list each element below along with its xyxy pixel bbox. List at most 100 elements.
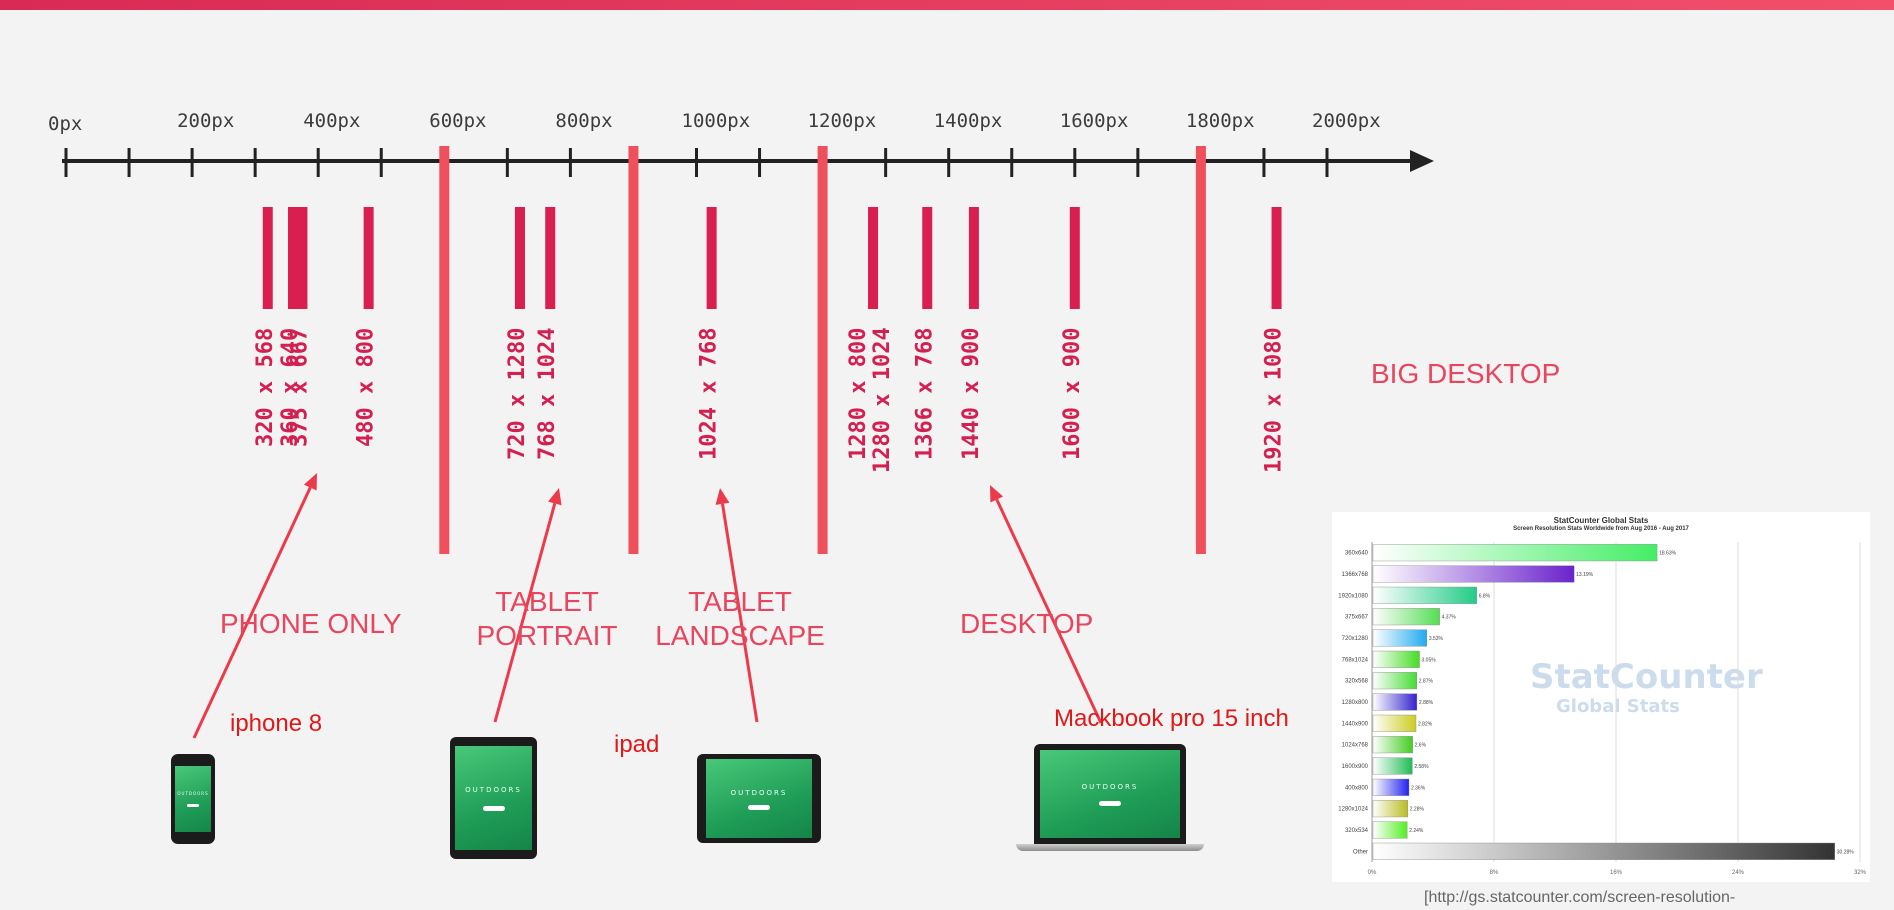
scale-tick-label: 1600px: [1060, 110, 1129, 132]
stat-value-label: 3.53%: [1429, 636, 1444, 642]
iphone-screen-button: [187, 804, 199, 808]
ipad-landscape-image: OUTDOORS: [697, 754, 821, 843]
device-label-ipad: ipad: [614, 731, 660, 758]
resolution-label: 1024 x 768: [697, 328, 722, 460]
resolution-bar: [1069, 207, 1080, 309]
breakpoint-line: [628, 146, 639, 554]
stat-bar: [1372, 608, 1440, 626]
stat-bar: [1372, 586, 1477, 604]
range-label-tablet-landscape-line1: TABLET: [688, 586, 792, 617]
scale-tick-label: 800px: [555, 110, 612, 132]
resolution-bar: [1271, 207, 1282, 309]
stat-value-label: 2.6%: [1415, 743, 1427, 749]
stat-value-label: 30.28%: [1837, 849, 1855, 855]
resolution-bar: [706, 207, 717, 309]
stat-value-label: 2.24%: [1409, 828, 1424, 834]
stat-value-label: 2.87%: [1419, 679, 1434, 685]
range-label-tablet-portrait: TABLET PORTRAIT: [470, 585, 624, 653]
stat-value-label: 2.82%: [1418, 721, 1433, 727]
stat-bar: [1372, 736, 1413, 754]
range-label-tablet-landscape-line2: LANDSCAPE: [655, 620, 825, 651]
stat-bar: [1372, 714, 1417, 732]
resolution-label: 768 x 1024: [535, 328, 560, 460]
iphone-screen-text: OUTDOORS: [177, 791, 209, 797]
stat-category-label: 400x800: [1345, 785, 1369, 791]
resolution-bar: [287, 207, 298, 309]
resolution-bar: [262, 207, 273, 309]
macbook-lid: OUTDOORS: [1034, 744, 1186, 844]
device-pointer-arrow: [995, 498, 1103, 724]
stat-category-label: 1440x900: [1342, 721, 1369, 727]
stat-title: StatCounter Global Stats: [1553, 516, 1649, 525]
stat-category-label: 1366x768: [1342, 572, 1369, 578]
scale-tick-label: 1400px: [934, 110, 1003, 132]
ipad-portrait-image: OUTDOORS: [450, 737, 537, 859]
statcounter-watermark: StatCounter Global Stats: [1530, 660, 1763, 722]
device-pointer-arrowhead: [303, 473, 317, 491]
stat-x-tick-label: 8%: [1490, 870, 1499, 876]
statcounter-chart: StatCounter Global Stats Screen Resoluti…: [1332, 512, 1870, 882]
resolution-label: 1600 x 900: [1060, 328, 1085, 460]
stat-category-label: 360x640: [1345, 551, 1369, 557]
macbook-screen: OUTDOORS: [1040, 750, 1180, 838]
stat-category-label: 375x667: [1345, 615, 1369, 621]
range-label-big-desktop: BIG DESKTOP: [1371, 358, 1561, 389]
device-label-iphone: iphone 8: [230, 710, 323, 737]
range-label-desktop: DESKTOP: [960, 608, 1094, 639]
stat-category-label: Other: [1353, 849, 1368, 855]
stat-bar: [1372, 821, 1408, 839]
range-label-tablet-landscape: TABLET LANDSCAPE: [652, 585, 828, 653]
ipad-landscape-screen-button: [748, 804, 770, 810]
stat-category-label: 720x1280: [1342, 636, 1369, 642]
stat-value-label: 6.8%: [1479, 593, 1491, 599]
scale-tick-label: 1200px: [808, 110, 877, 132]
device-label-macbook: Mackbook pro 15 inch: [1054, 705, 1289, 732]
stat-category-label: 320x534: [1345, 828, 1369, 834]
scale-tick-label: 1800px: [1186, 110, 1255, 132]
range-label-phone: PHONE ONLY: [220, 608, 402, 639]
stat-x-tick-label: 24%: [1732, 870, 1745, 876]
macbook-image: OUTDOORS: [1016, 744, 1204, 854]
stat-value-label: 2.36%: [1411, 785, 1426, 791]
device-pointer-arrow: [721, 503, 759, 723]
stat-value-label: 18.63%: [1659, 551, 1677, 557]
macbook-base: [1016, 844, 1204, 851]
stat-x-tick-label: 32%: [1854, 870, 1867, 876]
breakpoint-line: [439, 146, 450, 554]
iphone-image: OUTDOORS: [171, 754, 215, 844]
resolution-bar: [297, 207, 308, 309]
stat-bar: [1372, 650, 1420, 668]
stat-value-label: 2.88%: [1419, 700, 1434, 706]
stat-subtitle: Screen Resolution Stats Worldwide from A…: [1513, 526, 1689, 532]
stat-category-label: 1600x900: [1342, 764, 1369, 770]
stat-category-label: 1024x768: [1342, 743, 1369, 749]
macbook-screen-button: [1099, 801, 1121, 807]
range-label-tablet-portrait-line1: TABLET: [495, 586, 599, 617]
resolution-label: 1280 x 1024: [870, 327, 895, 473]
stat-value-label: 3.05%: [1422, 657, 1437, 663]
resolution-label: 720 x 1280: [505, 328, 530, 460]
resolution-bar: [868, 207, 879, 309]
source-link[interactable]: [http://gs.statcounter.com/screen-resolu…: [1424, 889, 1736, 906]
statcounter-watermark-sub: Global Stats: [1556, 696, 1680, 717]
resolution-bar: [545, 207, 556, 309]
resolution-label: 1920 x 1080: [1262, 327, 1287, 473]
scale-tick-label: 200px: [177, 110, 234, 132]
resolution-bar: [922, 207, 933, 309]
device-pointer-arrow: [493, 503, 557, 723]
scale-axis-arrow: [1410, 150, 1434, 172]
range-label-tablet-portrait-line2: PORTRAIT: [476, 620, 618, 651]
stat-value-label: 2.58%: [1414, 764, 1429, 770]
stat-category-label: 320x568: [1345, 679, 1369, 685]
stat-value-label: 2.28%: [1410, 807, 1425, 813]
breakpoint-line: [817, 146, 828, 554]
ipad-landscape-screen-text: OUTDOORS: [730, 789, 788, 798]
iphone-screen: OUTDOORS: [175, 766, 211, 832]
stat-bar: [1372, 565, 1575, 583]
resolution-label: 1280 x 800: [846, 328, 871, 460]
top-accent-bar: [0, 0, 1894, 10]
ipad-portrait-screen-button: [482, 806, 505, 812]
scale-tick-label: 1000px: [682, 110, 751, 132]
stat-category-label: 1280x800: [1342, 700, 1369, 706]
